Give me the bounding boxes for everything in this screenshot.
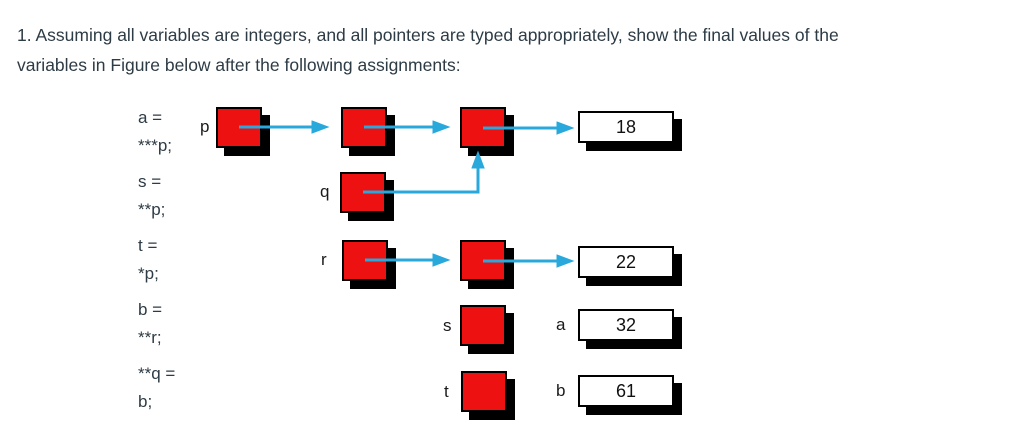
value-22: 22 xyxy=(615,251,637,272)
code-line: ***p; xyxy=(138,136,173,155)
label-b: b xyxy=(556,381,566,400)
value-cell-18: 18 xyxy=(578,111,674,143)
pointer-cell-q xyxy=(340,172,386,213)
value-cell-22: 22 xyxy=(578,246,674,278)
pointer-cell-t xyxy=(461,371,507,412)
pointer-cell-r xyxy=(342,240,388,281)
code-line: t = xyxy=(138,236,158,255)
value-cell-32: 32 xyxy=(578,309,674,341)
label-s: s xyxy=(443,316,452,335)
pointer-cell-r2 xyxy=(460,240,506,281)
value-cell-61: 61 xyxy=(578,375,674,407)
code-line: *p; xyxy=(138,264,159,283)
pointer-cell-p3 xyxy=(460,107,506,148)
code-line: **q = xyxy=(138,364,176,383)
code-line: s = xyxy=(138,172,162,191)
value-61: 61 xyxy=(615,380,637,401)
code-line: **p; xyxy=(138,200,166,219)
pointer-cell-s xyxy=(460,305,506,346)
pointer-cell-p2 xyxy=(341,107,387,148)
label-r: r xyxy=(321,250,327,269)
assignments-code: a = ***p; s = **p; t = *p; b = **r; **q … xyxy=(138,104,228,416)
pointer-cell-p xyxy=(216,107,262,148)
value-18: 18 xyxy=(615,116,637,137)
label-a: a xyxy=(556,315,566,334)
label-t: t xyxy=(444,382,449,401)
label-p: p xyxy=(200,117,210,136)
question-line-1: 1. Assuming all variables are integers, … xyxy=(17,25,839,45)
code-line: a = xyxy=(138,108,163,127)
code-line: b = xyxy=(138,300,163,319)
question-line-2: variables in Figure below after the foll… xyxy=(17,55,461,75)
value-32: 32 xyxy=(615,314,637,335)
code-line: b; xyxy=(138,392,153,411)
question-text: 1. Assuming all variables are integers, … xyxy=(17,20,1029,80)
code-line: **r; xyxy=(138,328,162,347)
label-q: q xyxy=(320,182,330,201)
